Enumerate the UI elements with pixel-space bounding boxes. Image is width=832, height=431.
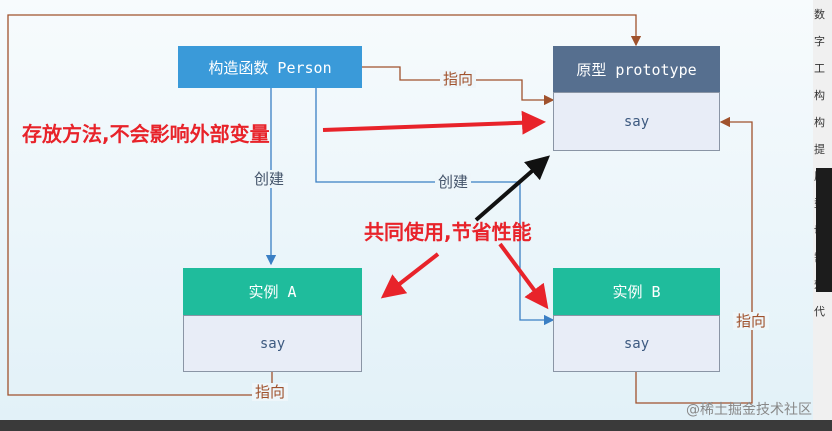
instance-a-method: say bbox=[259, 335, 286, 352]
constructor-box: 构造函数 Person bbox=[178, 46, 362, 88]
instance-b-method-cell: say bbox=[553, 315, 720, 372]
prototype-method-cell: say bbox=[553, 92, 720, 151]
black-arrow-to-prototype bbox=[474, 155, 551, 222]
bottom-strip bbox=[0, 420, 832, 431]
instance-b-label: 实例 B bbox=[612, 283, 661, 301]
side-strip-char: 构 bbox=[814, 116, 825, 129]
prototype-header: 原型 prototype bbox=[553, 46, 720, 92]
dark-band bbox=[816, 168, 832, 292]
constructor-label: 构造函数 Person bbox=[208, 58, 332, 77]
side-strip-char: 代 bbox=[814, 305, 825, 318]
annotation-shared-use: 共同使用,节省性能 bbox=[364, 220, 532, 244]
edge-label-constructor-prototype: 指向 bbox=[440, 70, 477, 88]
edge-label-instance-b-prototype: 指向 bbox=[733, 312, 770, 330]
red-arrow-to-instance-a bbox=[380, 252, 440, 299]
instance-b-header: 实例 B bbox=[553, 268, 720, 315]
instance-a-header: 实例 A bbox=[183, 268, 362, 315]
instance-a-method-cell: say bbox=[183, 315, 362, 372]
edge-label-instance-a-prototype: 指向 bbox=[252, 383, 289, 401]
red-arrow-to-prototype bbox=[322, 110, 546, 135]
side-strip-char: 工 bbox=[814, 62, 825, 75]
edge-label-create-b: 创建 bbox=[435, 173, 472, 191]
pointer-line-instance-b-to-prototype bbox=[635, 116, 753, 404]
watermark: @稀土掘金技术社区 bbox=[686, 402, 812, 418]
side-strip-char: 数 bbox=[814, 8, 825, 21]
prototype-label: 原型 prototype bbox=[576, 60, 697, 79]
side-strip-char: 构 bbox=[814, 89, 825, 102]
prototype-method: say bbox=[623, 113, 650, 130]
instance-a-label: 实例 A bbox=[248, 283, 297, 301]
annotation-store-methods: 存放方法,不会影响外部变量 bbox=[22, 122, 270, 146]
side-strip-char: 字 bbox=[814, 35, 825, 48]
edge-label-create-a: 创建 bbox=[251, 170, 288, 188]
side-strip-char: 提 bbox=[814, 143, 825, 156]
red-arrow-to-instance-b bbox=[498, 242, 549, 310]
instance-b-method: say bbox=[623, 335, 650, 352]
